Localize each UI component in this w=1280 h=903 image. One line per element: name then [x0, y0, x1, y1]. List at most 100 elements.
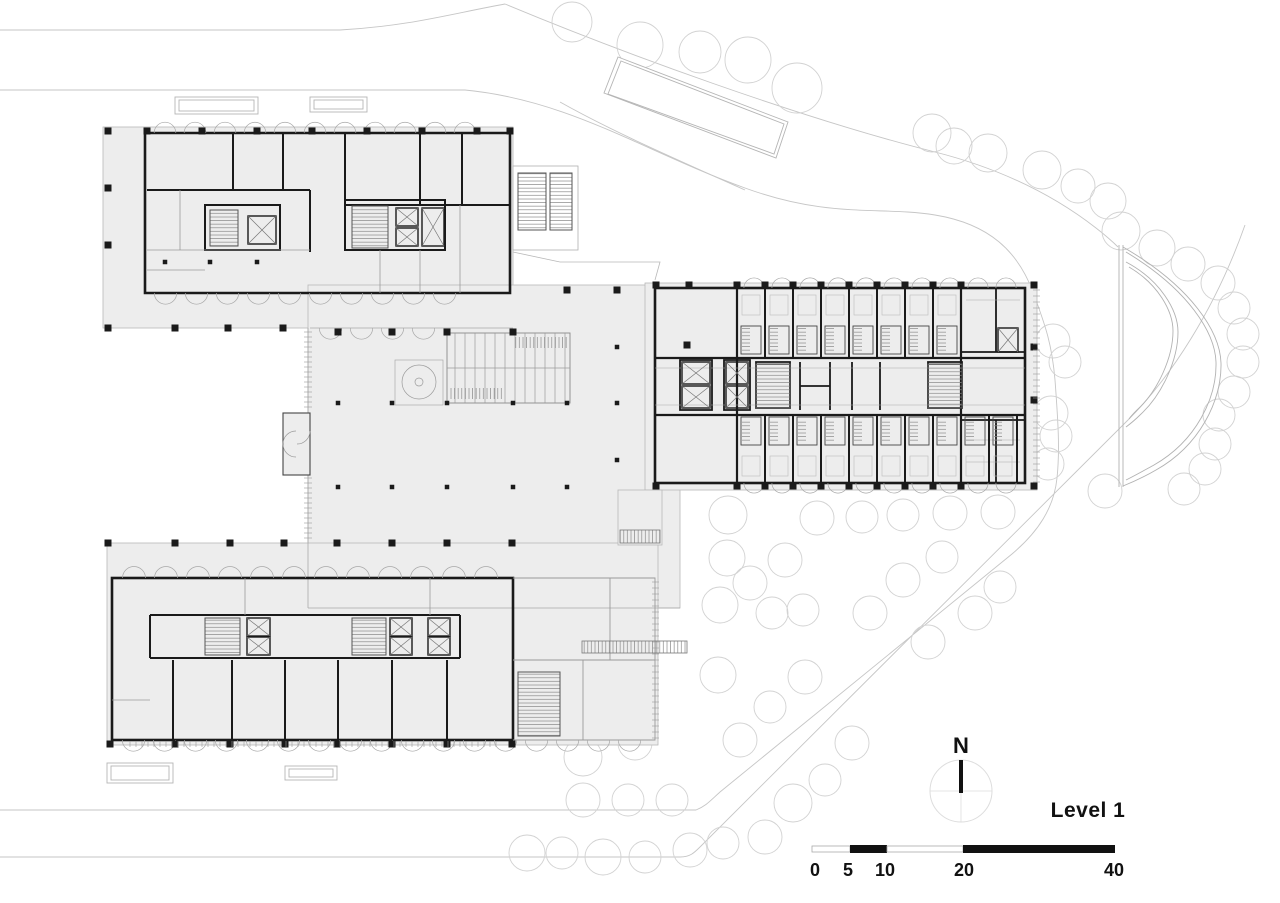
room-bath: [824, 416, 846, 446]
tree: [655, 783, 689, 817]
door-arcs: [743, 277, 1017, 289]
stair: [351, 205, 389, 249]
tree: [1087, 473, 1123, 509]
door-arcs: [121, 739, 642, 752]
column: [226, 740, 234, 748]
door-arcs: [318, 327, 436, 340]
tree: [983, 570, 1017, 604]
wing-outer-wall: [653, 286, 1027, 485]
elevator-x: [427, 636, 451, 656]
tree: [701, 586, 739, 624]
column: [510, 400, 516, 406]
column: [685, 281, 693, 289]
tree: [786, 593, 820, 627]
upper-thin-partitions: [147, 190, 461, 293]
door-arcs: [153, 121, 477, 134]
room-bath: [768, 325, 790, 355]
room-bath-hatch: [966, 419, 974, 443]
room-bed: [741, 294, 761, 316]
column: [614, 344, 620, 350]
column: [333, 740, 341, 748]
building-slabs: [102, 126, 1038, 746]
canopy-inner: [607, 60, 785, 155]
elevator: [395, 207, 419, 227]
column: [683, 341, 691, 349]
planter: [110, 765, 170, 781]
column: [563, 286, 571, 294]
column: [162, 259, 168, 265]
room-bath-hatch: [938, 419, 946, 443]
column: [104, 184, 112, 192]
lower-core-walls: [149, 614, 461, 659]
elevator: [427, 617, 451, 637]
elevator-blocks: [246, 207, 1019, 656]
room-bed: [797, 455, 817, 477]
tree: [1048, 345, 1082, 379]
stair: [755, 363, 791, 409]
room-bath: [796, 325, 818, 355]
stair: [517, 671, 561, 737]
column: [845, 482, 853, 490]
room-bath: [992, 416, 1014, 446]
canopy-outer: [603, 56, 789, 159]
column: [1030, 396, 1038, 404]
stair: [517, 172, 547, 231]
tree: [767, 542, 803, 578]
stair: [209, 209, 239, 247]
entry-canopy: [603, 56, 789, 159]
tree: [935, 127, 973, 165]
planter: [284, 765, 338, 781]
column: [473, 127, 481, 135]
room-bath: [824, 325, 846, 355]
atrium: [282, 327, 680, 609]
column: [104, 127, 112, 135]
elevator-x: [681, 361, 711, 385]
column: [281, 740, 289, 748]
tree: [706, 826, 740, 860]
spiral-stair: [394, 359, 444, 406]
elevator: [246, 617, 271, 637]
tree: [724, 36, 772, 84]
column: [335, 400, 341, 406]
column: [1030, 281, 1038, 289]
wing-guest-rooms: [736, 288, 1018, 483]
room-bath-hatch: [882, 419, 890, 443]
tree: [747, 819, 783, 855]
upper-outer-wall: [143, 131, 512, 295]
column: [335, 484, 341, 490]
column: [226, 539, 234, 547]
scale-segment: [850, 845, 887, 853]
scale-label: 5: [843, 860, 853, 880]
column: [929, 281, 937, 289]
tree: [1089, 182, 1127, 220]
stair: [351, 617, 387, 656]
column: [253, 127, 261, 135]
tree: [968, 133, 1008, 173]
tree: [1188, 452, 1222, 486]
tree: [672, 832, 708, 868]
column: [733, 482, 741, 490]
room-bed: [769, 455, 789, 477]
road-line-top: [0, 3, 506, 31]
elevator: [246, 636, 271, 656]
column: [509, 328, 517, 336]
elevator: [395, 227, 419, 247]
tree: [628, 840, 662, 874]
column: [388, 539, 396, 547]
elevator: [247, 215, 277, 245]
tree: [1039, 419, 1073, 453]
column: [613, 286, 621, 294]
column: [761, 281, 769, 289]
tree: [1138, 229, 1176, 267]
level-title: Level 1: [1051, 799, 1126, 822]
road-line-inner: [0, 89, 1059, 811]
column: [510, 484, 516, 490]
column: [171, 324, 179, 332]
tree: [1167, 472, 1201, 506]
scale-segment: [811, 845, 851, 853]
tree: [545, 836, 579, 870]
scale-label: 0: [810, 860, 820, 880]
tree: [551, 1, 593, 43]
column: [224, 324, 232, 332]
column: [388, 740, 396, 748]
